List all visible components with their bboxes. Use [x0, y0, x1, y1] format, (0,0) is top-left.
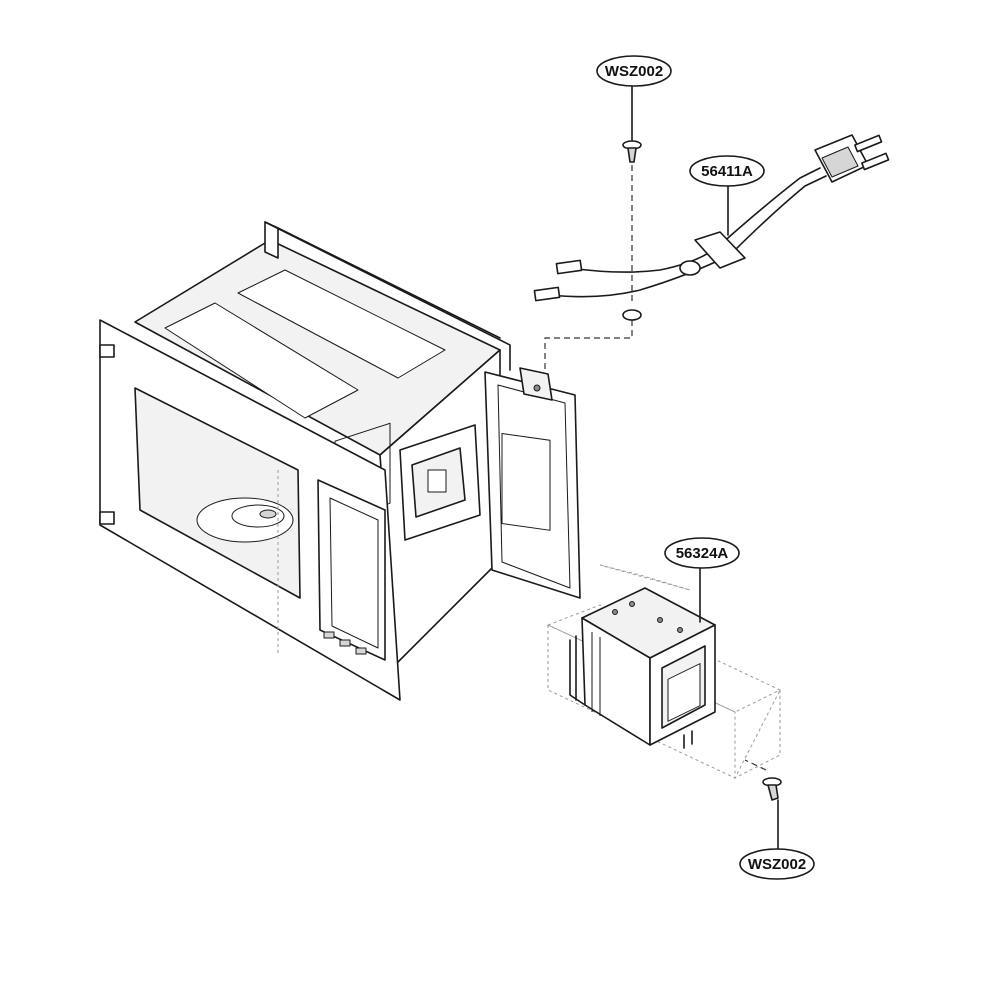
callout-label-magnetron: 56324A: [676, 545, 729, 562]
cord-clamp-tab: [519, 367, 553, 401]
screw-icon: [762, 777, 782, 801]
back-panel: [484, 367, 581, 599]
hinge-bottom: [99, 511, 115, 525]
screw-bottom: [744, 759, 782, 851]
cavity-door-opening: [134, 387, 301, 599]
callout-screw-top: WSZ002: [596, 55, 672, 91]
callout-magnetron: 56324A: [664, 537, 740, 569]
screw-top: [622, 89, 642, 302]
screw-icon: [622, 140, 642, 163]
oven-cavity: [99, 221, 511, 701]
callout-label-screw-top: WSZ002: [605, 63, 663, 80]
magnetron: [546, 564, 782, 780]
power-cord-assembly: [533, 134, 890, 321]
hinge-top: [99, 344, 115, 358]
callout-screw-bottom: WSZ002: [739, 848, 815, 880]
cord-terminal-2: [533, 286, 561, 302]
control-side-frame: [317, 479, 386, 661]
cord-terminal-1: [555, 259, 583, 275]
magnetron-icon: [569, 587, 716, 749]
callout-label-screw-bottom: WSZ002: [748, 856, 806, 873]
cord-clamp: [694, 231, 746, 269]
callout-power-cord: 56411A: [689, 155, 765, 236]
callout-label-power-cord: 56411A: [701, 163, 753, 180]
power-plug-icon: [814, 134, 890, 183]
